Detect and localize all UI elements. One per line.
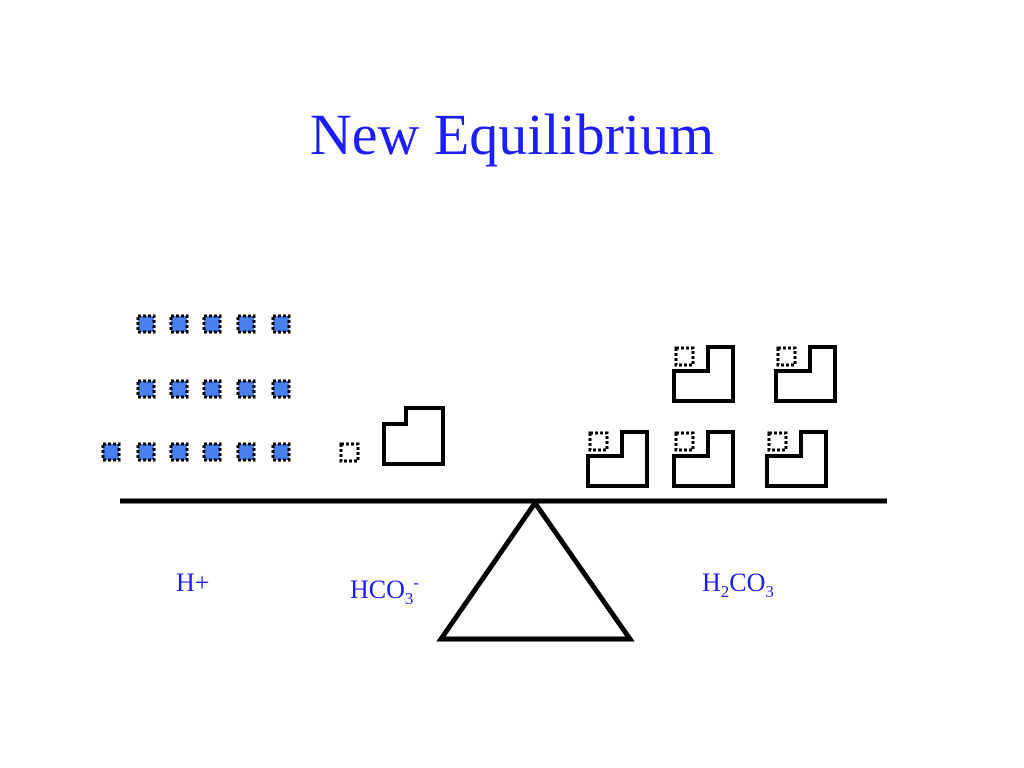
hydrogen-ion	[236, 314, 256, 334]
carbonic-acid-molecule	[586, 430, 649, 488]
hydrogen-ion	[236, 442, 256, 462]
hydrogen-ion	[101, 442, 121, 462]
hydrogen-ion	[202, 314, 222, 334]
hydrogen-ion	[236, 379, 256, 399]
carbonic-acid-molecule	[672, 430, 735, 488]
bound-hydrogen	[767, 431, 788, 452]
hydrogen-ion	[271, 379, 291, 399]
carbonic-acid-molecule	[672, 345, 735, 403]
bound-hydrogen	[674, 431, 695, 452]
carbonic-acid-group	[586, 345, 837, 488]
hydrogen-ion	[202, 442, 222, 462]
hydrogen-ion	[202, 379, 222, 399]
hydrogen-ion-group	[101, 314, 291, 462]
bound-hydrogen	[588, 431, 609, 452]
carbonic-acid-molecule	[774, 345, 837, 403]
hydrogen-ion	[136, 379, 156, 399]
bicarbonate-group	[339, 406, 445, 466]
free-hydrogen-slot	[339, 442, 360, 463]
hydrogen-ion	[136, 442, 156, 462]
fulcrum-triangle	[436, 498, 635, 642]
hydrogen-ion	[271, 442, 291, 462]
h-plus-label: H+	[176, 568, 210, 597]
bound-hydrogen	[776, 346, 797, 367]
bicarbonate-label: HCO3-	[350, 573, 420, 608]
hydrogen-ion	[169, 442, 189, 462]
bound-hydrogen	[674, 346, 695, 367]
carbonic-acid-molecule	[765, 430, 828, 488]
slide-title: New Equilibrium	[309, 102, 715, 167]
hydrogen-ion	[169, 314, 189, 334]
hydrogen-ion	[271, 314, 291, 334]
hydrogen-ion	[169, 379, 189, 399]
hydrogen-ion	[136, 314, 156, 334]
bicarbonate-ion	[382, 406, 445, 466]
carbonic-acid-label: H2CO3	[702, 568, 774, 601]
